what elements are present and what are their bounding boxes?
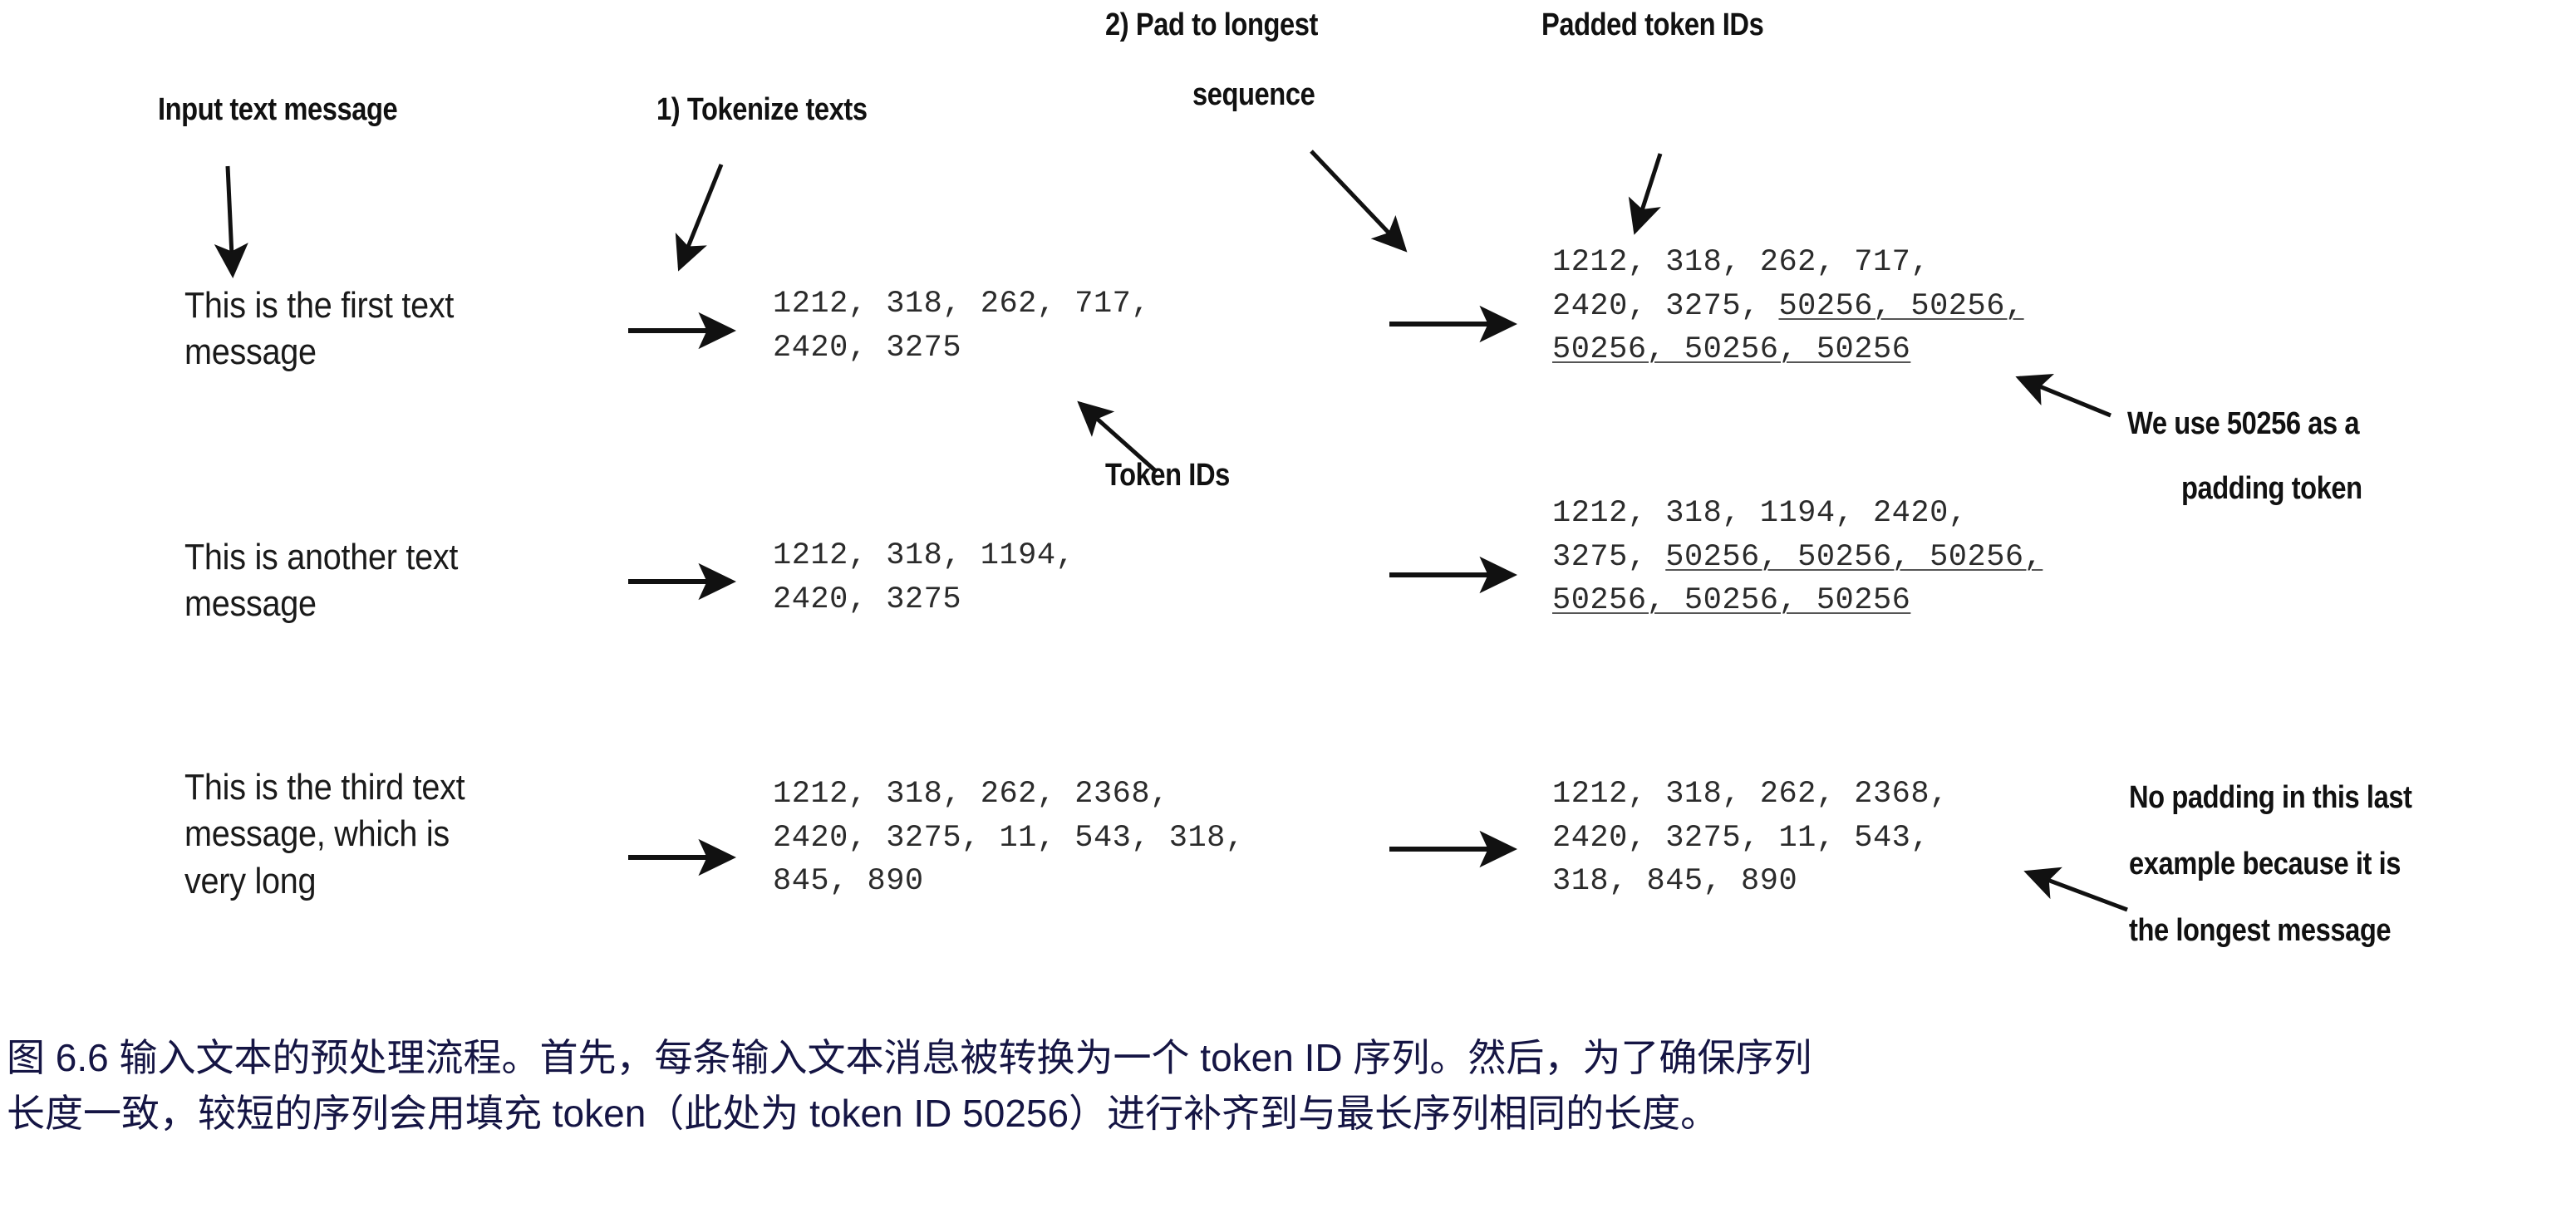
input-message-2: This is another text message xyxy=(184,537,459,625)
token-ids-1: 1212, 318, 262, 717, 2420, 3275 xyxy=(773,287,1151,366)
heading-tokenize-texts: 1) Tokenize texts xyxy=(656,92,868,127)
padded-token-ids-1: 1212, 318, 262, 717, 2420, 3275, 50256, … xyxy=(1552,241,2024,372)
heading-input-text-message: Input text message xyxy=(158,92,398,127)
arrow-no-padding-callout xyxy=(2023,867,2128,912)
annotation-token-ids: Token IDs xyxy=(1105,458,1230,493)
arrow-input-text-down xyxy=(214,165,248,278)
input-message-3: This is the third text message, which is… xyxy=(184,767,465,901)
arrow-tokenize-diagonal xyxy=(675,164,724,272)
padded-prefix-2: 1212, 318, 1194, 2420, 3275, xyxy=(1552,496,1968,575)
token-ids-3: 1212, 318, 262, 2368, 2420, 3275, 11, 54… xyxy=(773,777,1245,900)
caption-line-1: 图 6.6 输入文本的预处理流程。首先，每条输入文本消息被转换为一个 token… xyxy=(7,1036,1812,1079)
arrow-pad-diagonal xyxy=(1310,150,1408,253)
input-message-1: This is the first text message xyxy=(184,285,455,373)
padding-tokens-2: 50256, 50256, 50256, 50256, 50256, 50256 xyxy=(1552,539,2043,619)
padded-token-ids-3: 1212, 318, 262, 2368, 2420, 3275, 11, 54… xyxy=(1552,773,1949,904)
token-ids-2: 1212, 318, 1194, 2420, 3275 xyxy=(773,538,1075,617)
heading-pad-sequence: sequence xyxy=(1192,77,1315,112)
annotation-padding-note-line1: We use 50256 as a xyxy=(2127,406,2360,441)
padded-token-ids-2: 1212, 318, 1194, 2420, 3275, 50256, 5025… xyxy=(1552,492,2043,623)
annotation-no-padding-line3: the longest message xyxy=(2129,913,2392,948)
padded-prefix-3: 1212, 318, 262, 2368, 2420, 3275, 11, 54… xyxy=(1552,777,1949,900)
caption-line-2: 长度一致，较短的序列会用填充 token（此处为 token ID 50256）… xyxy=(7,1091,1719,1135)
figure-caption: 图 6.6 输入文本的预处理流程。首先，每条输入文本消息被转换为一个 token… xyxy=(7,1030,2566,1141)
annotation-no-padding-line2: example because it is xyxy=(2129,847,2401,881)
heading-pad-to-longest: 2) Pad to longest xyxy=(1105,7,1318,42)
annotation-no-padding-line1: No padding in this last xyxy=(2129,780,2412,815)
padded-prefix-1: 1212, 318, 262, 717, 2420, 3275, xyxy=(1552,245,1930,324)
heading-padded-token-ids: Padded token IDs xyxy=(1541,7,1764,42)
padding-tokens-1: 50256, 50256, 50256, 50256, 50256 xyxy=(1552,288,2024,368)
arrow-padded-token-ids-down xyxy=(1628,153,1663,235)
arrow-padding-note-callout xyxy=(2015,374,2111,418)
annotation-padding-note-line2: padding token xyxy=(2181,471,2362,506)
